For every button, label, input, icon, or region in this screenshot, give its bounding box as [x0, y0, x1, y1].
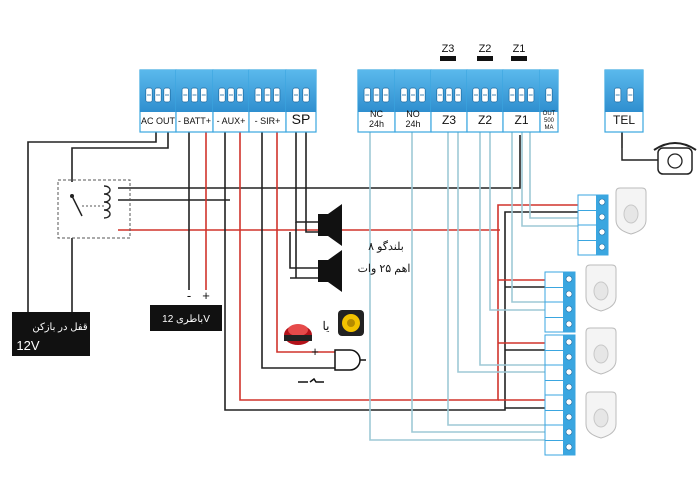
detector-terminal	[544, 334, 576, 366]
buzzer-symbol	[298, 377, 324, 383]
wire-relay-top	[118, 135, 521, 189]
terminal-tel: TEL	[604, 69, 644, 133]
top-label-z1: Z1	[513, 43, 526, 55]
wire-z1	[511, 132, 545, 303]
terminal-sir: - SIR+	[248, 69, 287, 133]
detector-terminal	[577, 194, 609, 226]
relay-contact	[70, 194, 74, 198]
terminal-z3-label: Z3	[442, 113, 456, 127]
top-zone-labels: Z3 Z2 Z1	[440, 43, 527, 61]
terminal-tel-label: TEL	[613, 113, 635, 127]
detector-terminal	[544, 301, 576, 333]
siren-icon	[338, 310, 364, 336]
wire-ac-out-2	[71, 132, 169, 182]
terminal-ac_out-label: AC OUT	[141, 116, 176, 126]
speaker-label-line2: اهم ۲۵ وات	[358, 263, 411, 275]
wire-z1c	[529, 132, 578, 219]
motion-sensor-icon	[585, 327, 617, 375]
terminal-batt-label: - BATT+	[178, 116, 211, 126]
wire-ac-out-black	[27, 132, 157, 312]
wire-sp-3	[289, 232, 318, 269]
relay-switch	[71, 195, 83, 217]
motion-sensor-icon	[615, 187, 647, 235]
relay-assembly	[57, 179, 131, 239]
wire-sir-minus	[261, 132, 335, 369]
wire-sp-2	[305, 132, 318, 233]
terminal-aux-label: - AUX+	[217, 116, 246, 126]
motion-detectors	[544, 187, 647, 456]
strobe-light-icon	[284, 324, 312, 345]
lock-label: قفل در بازکن	[32, 322, 88, 333]
battery-label: باطری 12V	[162, 314, 210, 325]
wire-sir-plus	[276, 132, 335, 353]
top-label-z3: Z3	[442, 43, 455, 55]
terminal-out-label: MA	[545, 125, 554, 131]
wire-z2	[479, 132, 545, 366]
speaker-upper	[318, 204, 342, 246]
wire-no24	[411, 132, 545, 433]
jumper-z2	[477, 56, 493, 61]
motion-sensor-icon	[585, 391, 617, 439]
terminal-sp-label: SP	[292, 111, 311, 127]
jumper-z3	[440, 56, 456, 61]
terminal-out-label: 500	[544, 118, 555, 124]
wire-z3b	[457, 132, 545, 373]
terminal-no24-label: NO	[406, 109, 420, 119]
battery-minus: -	[187, 288, 191, 303]
terminal-batt: - BATT+	[175, 69, 214, 133]
detector-terminal	[577, 224, 609, 256]
lock-voltage: 12V	[16, 338, 39, 353]
terminal-no24-label: 24h	[405, 119, 420, 129]
telephone-icon	[621, 142, 697, 175]
speaker-label-line1: بلندگو ۸	[368, 240, 404, 253]
main-terminal-block: AC OUT- BATT+ - AUX+ - SIR+ SP	[139, 69, 317, 133]
motion-sensor-icon	[585, 264, 617, 312]
tel-terminal-block: TEL	[604, 69, 644, 133]
relay-coil-icon	[103, 185, 111, 219]
detector-terminal	[544, 271, 576, 303]
detector-terminal	[544, 424, 576, 456]
buzzer-icon	[334, 349, 366, 371]
terminal-nc24-label: NC	[370, 109, 383, 119]
siren-plus: +	[311, 344, 319, 359]
jumper-z1	[511, 56, 527, 61]
battery-box	[150, 305, 222, 331]
top-label-z2: Z2	[479, 43, 492, 55]
wire-nc24	[369, 132, 545, 441]
wire-z2b	[489, 132, 545, 311]
siren-or-label: یا	[323, 319, 330, 333]
wire-z3	[447, 132, 545, 426]
battery-plus: +	[202, 288, 210, 303]
wire-z1b	[521, 132, 578, 227]
speaker-lower	[318, 250, 342, 292]
relay-box	[57, 179, 131, 239]
lock-label-box: قفل در بازکن 12V	[12, 312, 90, 356]
terminal-ac_out: AC OUT	[139, 69, 177, 133]
terminal-sp: SP	[285, 69, 317, 133]
terminal-aux: - AUX+	[212, 69, 250, 133]
terminal-z1-label: Z1	[514, 113, 528, 127]
lock-box	[12, 312, 90, 356]
terminal-nc24-label: 24h	[369, 119, 384, 129]
battery-label-box: - + باطری 12V	[150, 288, 222, 331]
terminal-sir-label: - SIR+	[255, 116, 281, 126]
detector-terminal	[544, 364, 576, 396]
terminal-z1: Z1	[502, 69, 541, 133]
detector-terminal	[544, 394, 576, 426]
terminal-z2-label: Z2	[478, 113, 492, 127]
wires	[27, 132, 623, 441]
terminal-z3: Z3	[430, 69, 468, 133]
terminal-out-label: OUT	[543, 111, 556, 117]
wire-sp-1	[295, 132, 318, 223]
terminal-z2: Z2	[466, 69, 504, 133]
